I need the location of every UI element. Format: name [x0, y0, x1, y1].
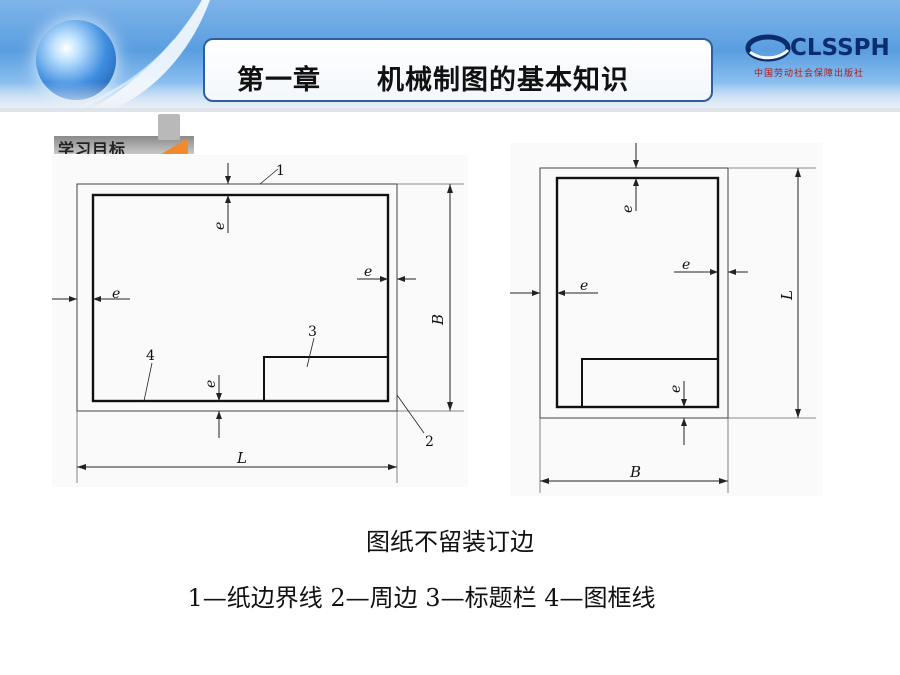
publisher-logo-icon — [745, 34, 791, 62]
title-block — [581, 358, 719, 408]
label-e-top: e — [620, 205, 636, 213]
title-block — [263, 356, 389, 402]
paper-edge-line — [76, 183, 398, 412]
clip-icon — [158, 114, 180, 140]
drawing-frame-line — [91, 193, 390, 403]
learning-goals-tag: 学习目标 — [54, 114, 194, 154]
label-e-left: e — [112, 286, 120, 302]
landscape-sheet-diagram: 1 4 3 2 e e e e B L — [52, 155, 468, 487]
figure-caption: 图纸不留装订边 — [366, 528, 534, 556]
figure-background — [510, 143, 822, 496]
banner-divider — [0, 108, 900, 112]
label-e-left: e — [580, 278, 588, 294]
label-1: 1 — [276, 163, 285, 179]
label-l: L — [778, 290, 796, 301]
label-4: 4 — [146, 348, 155, 364]
label-e-right: e — [364, 264, 372, 280]
figure-background — [52, 155, 468, 487]
chapter-title: 第一章 机械制图的基本知识 — [237, 65, 629, 96]
label-e-bottom: e — [668, 385, 684, 393]
portrait-sheet-diagram: e e e e L B — [510, 143, 822, 496]
tag-label: 学习目标 — [58, 140, 127, 154]
label-2: 2 — [425, 434, 434, 450]
label-3: 3 — [308, 324, 317, 340]
label-b: B — [429, 314, 447, 326]
label-e-top: e — [212, 222, 228, 230]
tag-accent — [158, 138, 188, 154]
publisher-logo-text: CLSSPH — [790, 35, 890, 61]
label-e-bottom: e — [203, 380, 219, 388]
figure-legend: 1—纸边界线 2—周边 3—标题栏 4—图框线 — [187, 584, 656, 612]
label-b: B — [629, 463, 641, 481]
publisher-logo-subtext: 中国劳动社会保障出版社 — [754, 69, 865, 79]
label-l: L — [236, 449, 247, 467]
title-box — [203, 38, 713, 102]
label-e-right: e — [682, 257, 690, 273]
